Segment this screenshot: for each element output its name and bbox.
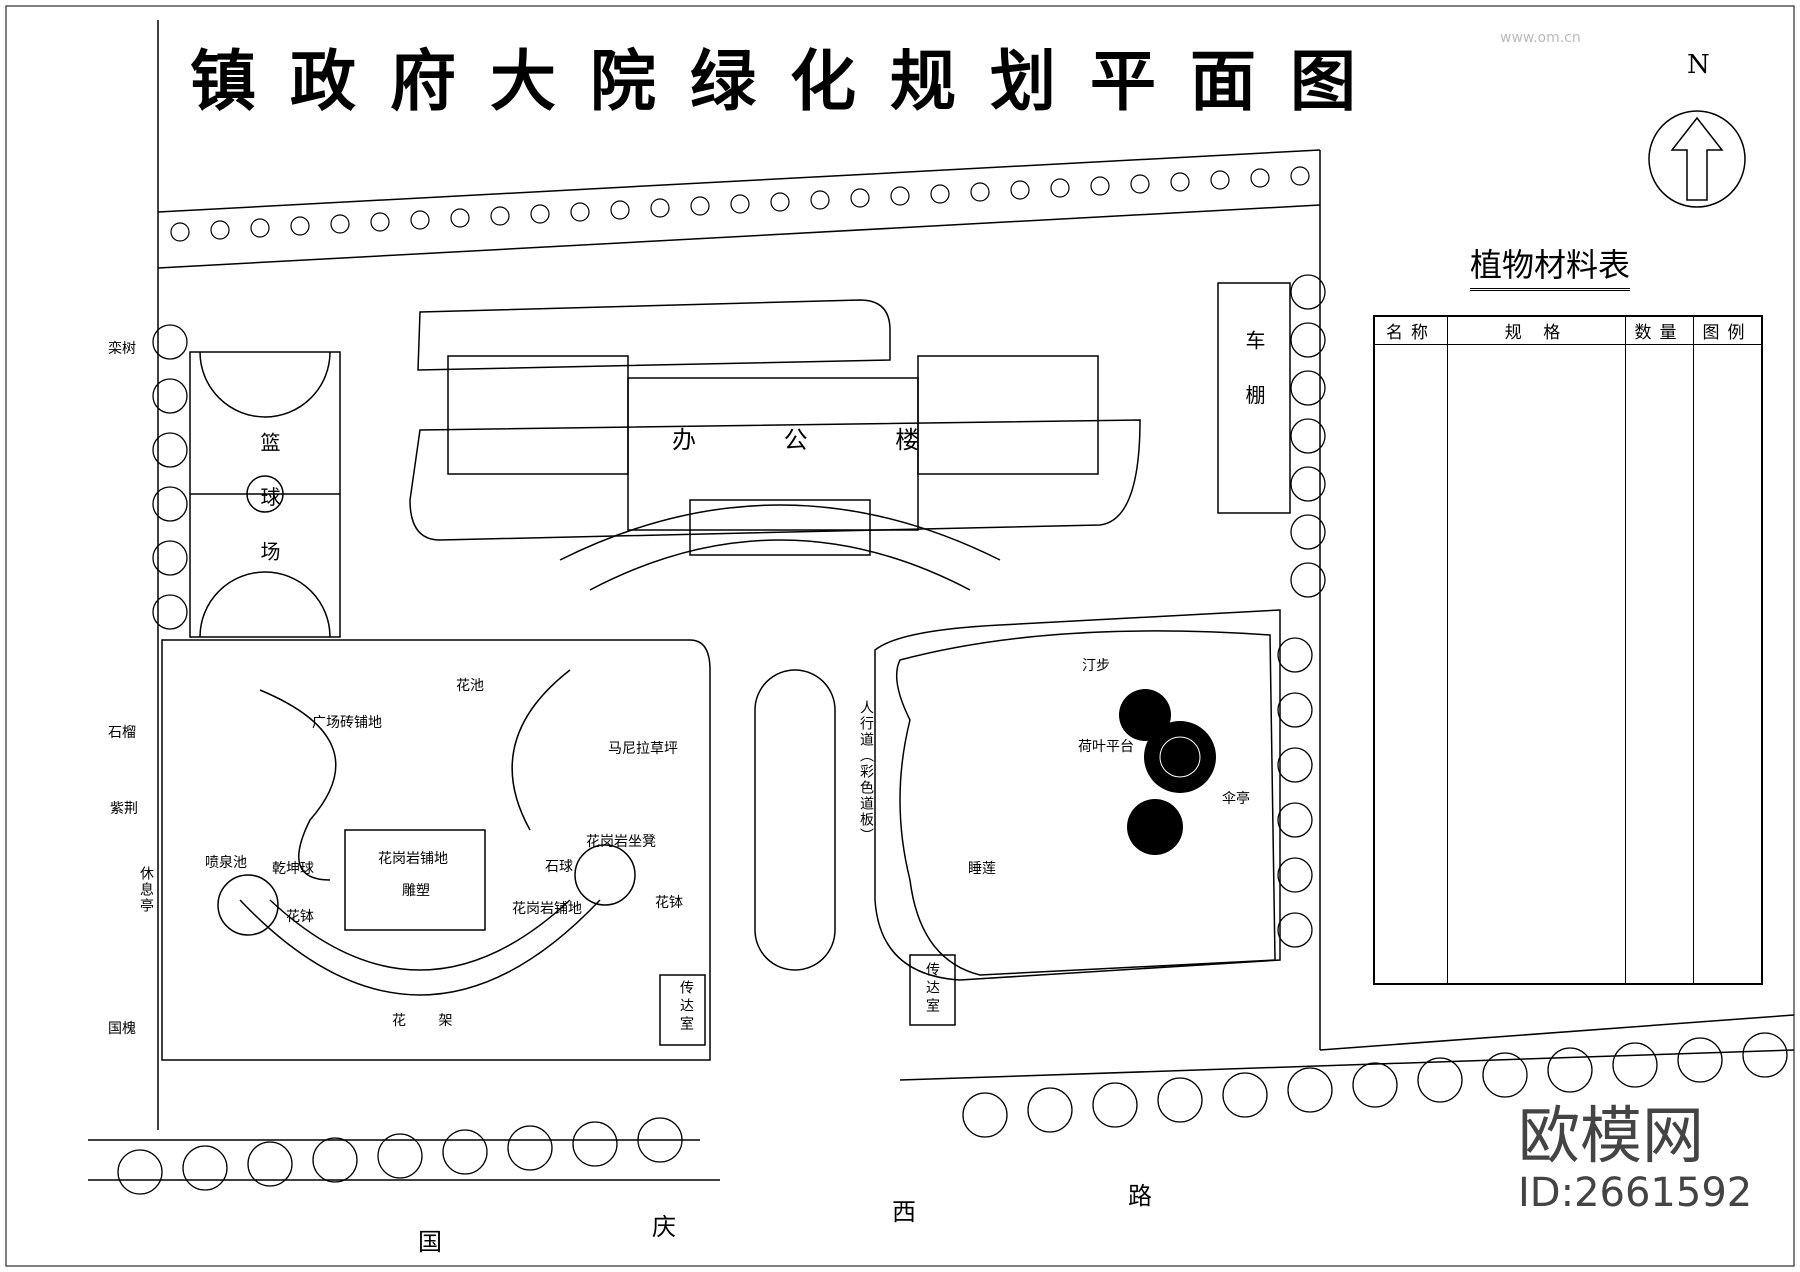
label-granite-paving-2: 花岗岩铺地: [512, 901, 582, 917]
label-redbud: 紫荆: [110, 801, 138, 817]
label-lotus-platform: 荷叶平台: [1078, 739, 1134, 755]
label-sculpture: 雕塑: [402, 883, 430, 899]
label-umbrella-pavilion: 伞亭: [1222, 791, 1250, 807]
label-scholar-tree: 国槐: [108, 1021, 136, 1037]
road-char-4: 路: [1128, 1182, 1152, 1210]
office-building-label: 办 公 楼: [672, 426, 960, 454]
label-qiankun-ball: 乾坤球: [272, 861, 314, 877]
label-manila-grass: 马尼拉草坪: [608, 741, 678, 757]
guard-house-right-label: 传达室: [924, 962, 940, 1016]
guard-house-left-label: 传达室: [678, 980, 694, 1034]
col-legend: 图例: [1693, 315, 1763, 345]
road-char-2: 庆: [652, 1213, 676, 1241]
bike-shed-label: 车 棚: [1242, 330, 1266, 419]
col-name: 名称: [1373, 315, 1448, 345]
label-granite-paving: 花岗岩铺地: [378, 851, 448, 867]
north-label: N: [1687, 50, 1710, 80]
label-steps: 汀步: [1082, 658, 1110, 674]
label-fountain: 喷泉池: [205, 855, 247, 871]
plant-material-table: 名称 规 格 数量 图例: [1373, 315, 1763, 985]
label-flower-bowl-2: 花钵: [655, 895, 683, 911]
watermark-url: www.om.cn: [1500, 30, 1581, 46]
label-pergola: 花 架: [392, 1013, 467, 1029]
road-char-1: 国: [418, 1228, 442, 1256]
label-rest-pavilion: 休息亭: [138, 866, 154, 914]
label-granite-bench: 花岗岩坐凳: [586, 834, 656, 850]
page-title: 镇政府大院绿化规划平面图: [190, 42, 1390, 120]
col-spec: 规 格: [1447, 315, 1626, 345]
label-stone-ball: 石球: [545, 859, 573, 875]
label-flower-pool: 花池: [456, 678, 484, 694]
label-plaza-paving: 广场砖铺地: [312, 715, 382, 731]
col-qty: 数量: [1625, 315, 1694, 345]
watermark-id: ID:2661592: [1518, 1170, 1753, 1216]
basketball-court-label: 篮 球 场: [257, 432, 281, 575]
label-chinaberry: 栾树: [108, 341, 136, 357]
watermark-brand: 欧模网: [1518, 1099, 1705, 1172]
plant-table-title: 植物材料表: [1470, 240, 1631, 291]
label-sidewalk: 人行道（彩色道板）: [858, 700, 874, 844]
label-pomegranate: 石榴: [108, 725, 136, 741]
label-flower-bowl-1: 花钵: [286, 909, 314, 925]
label-water-lily: 睡莲: [968, 861, 996, 877]
road-char-3: 西: [892, 1198, 916, 1226]
